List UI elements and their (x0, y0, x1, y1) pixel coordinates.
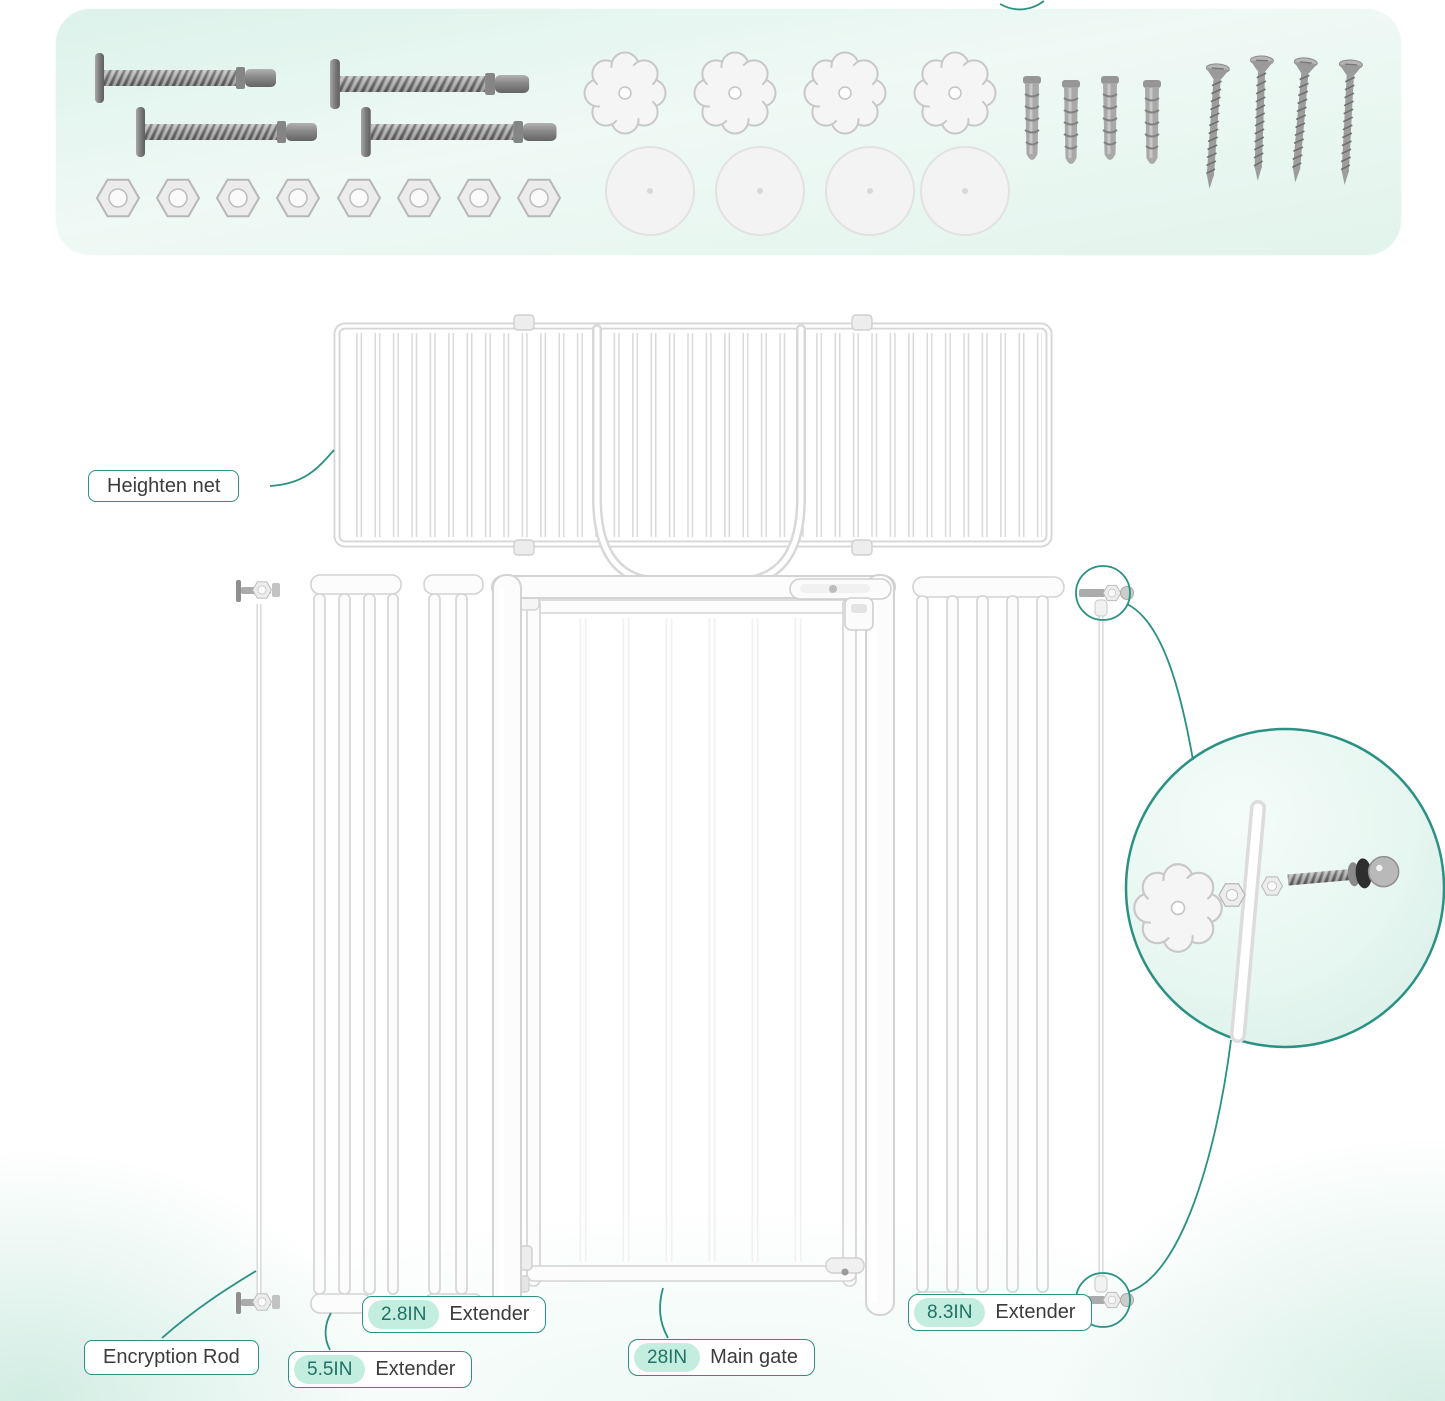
extender-5-5-size-badge: 5.5IN (294, 1355, 366, 1384)
hex-nut-icon (1261, 876, 1283, 896)
extender-2-8-label-text: Extender (449, 1303, 530, 1325)
extender-2-8-illustration (423, 574, 484, 1314)
extender-8-3-size-badge: 8.3IN (914, 1298, 986, 1327)
magnifier-detail (1124, 727, 1445, 1049)
encryption-rod-illustration (236, 580, 280, 1314)
gate-handle (789, 578, 892, 631)
extender-5-5-illustration (310, 574, 402, 1314)
main-gate-label-text: Main gate (710, 1346, 798, 1368)
extender-5-5-label-text: Extender (375, 1358, 456, 1380)
tension-bolt-icon (1287, 855, 1400, 889)
encryption-rod-label: Encryption Rod (84, 1340, 259, 1375)
spinner-knob-icon (1133, 863, 1223, 953)
hardware-panel (54, 7, 1403, 257)
extender-8-3-label-text: Extender (995, 1301, 1076, 1323)
detail-circle-top (1075, 565, 1131, 621)
hex-nut-icon (1218, 883, 1246, 907)
pressure-rod-illustration (1075, 565, 1134, 1328)
encryption-rod-label-text: Encryption Rod (103, 1346, 240, 1368)
main-gate-size-badge: 28IN (634, 1343, 701, 1372)
heighten-net-label: Heighten net (88, 470, 240, 502)
heighten-net-illustration (333, 314, 1053, 587)
main-gate-illustration (491, 574, 896, 1316)
main-gate-label: 28IN Main gate (628, 1339, 815, 1376)
net-clip-icon (513, 314, 873, 556)
heighten-net-label-text: Heighten net (107, 474, 221, 497)
extender-8-3-label: 8.3IN Extender (908, 1294, 1093, 1331)
extender-5-5-label: 5.5IN Extender (288, 1351, 473, 1388)
wall-cup-icon (605, 146, 1010, 236)
extender-2-8-label: 2.8IN Extender (362, 1296, 547, 1333)
extender-8-3-illustration (912, 576, 1065, 1312)
extender-2-8-size-badge: 2.8IN (368, 1300, 440, 1329)
